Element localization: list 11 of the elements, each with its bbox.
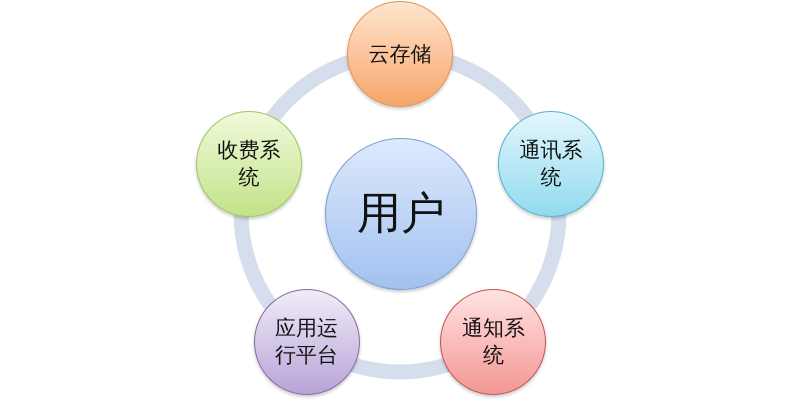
ring-segment [234,214,277,310]
node-label: 云存储 [368,40,432,68]
ring-segment [448,55,534,124]
ring-segment [266,55,352,124]
ring-segment [350,357,450,380]
node-label: 通知系统 [460,314,526,369]
node-label: 通讯系统 [518,136,584,191]
node-label: 应用运行平台 [274,314,340,369]
ring-segment [523,214,566,310]
center-label: 用户 [356,188,446,240]
node-label: 收费系统 [216,136,282,191]
